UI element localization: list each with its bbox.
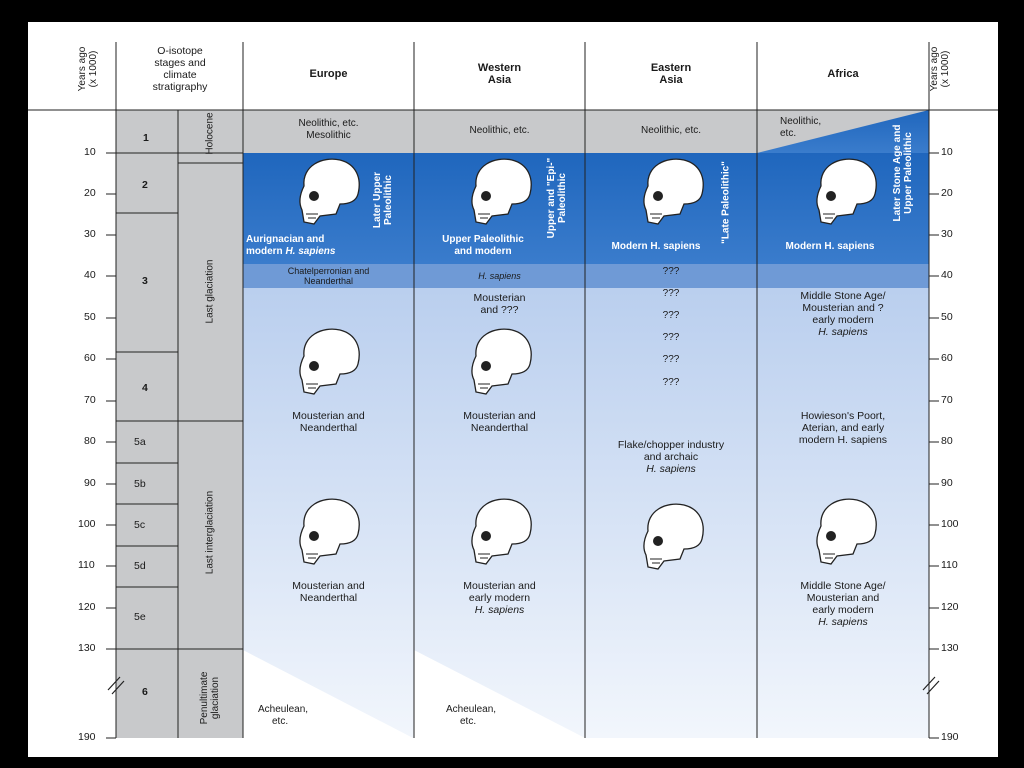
left-tick-label: 130 <box>78 642 96 654</box>
chart-page: Years ago(x 1000) Years ago(x 1000) O-is… <box>28 22 998 757</box>
stratigraphy-column <box>116 110 243 738</box>
europe-holocene-text: Neolithic, etc.Mesolithic <box>298 118 359 141</box>
skull-icon <box>643 158 704 225</box>
left-tick-label: 90 <box>84 477 96 489</box>
stage-5e: 5e <box>134 611 146 623</box>
last-interglaciation-label: Last interglaciation <box>204 490 216 575</box>
skull-icon <box>816 498 877 565</box>
right-tick-label: 20 <box>941 187 953 199</box>
holocene-label: Holocene <box>204 112 216 155</box>
stage-2: 2 <box>142 179 148 191</box>
easia-q6: ??? <box>662 377 680 388</box>
stage-3: 3 <box>142 275 148 287</box>
right-tick-label: 50 <box>941 311 953 323</box>
europe-header: Europe <box>309 68 348 80</box>
right-tick-label: 30 <box>941 228 953 240</box>
easia-late-label: "Late Paleolithic" <box>720 161 732 244</box>
right-tick-label: 90 <box>941 477 953 489</box>
right-tick-label: 80 <box>941 435 953 447</box>
stage-6: 6 <box>142 686 148 698</box>
stage-5c: 5c <box>134 519 146 531</box>
right-tick-label: 190 <box>941 731 959 743</box>
africa-blue-text: Modern H. sapiens <box>785 241 875 252</box>
left-tick-label: 110 <box>78 559 95 571</box>
skull-icon <box>299 158 360 225</box>
transition-band <box>243 264 929 288</box>
right-tick-label: 40 <box>941 269 953 281</box>
skull-icon <box>643 503 704 570</box>
easia-blue-text: Modern H. sapiens <box>611 241 701 252</box>
skull-icon <box>816 158 877 225</box>
left-tick-label: 70 <box>84 394 96 406</box>
right-tick-label: 100 <box>941 518 959 530</box>
skull-icon <box>471 328 532 395</box>
africa-msa-text: Middle Stone Age/Mousterian and ?early m… <box>800 290 886 338</box>
left-tick-label: 190 <box>78 731 96 743</box>
left-tick-label: 60 <box>84 352 96 364</box>
europe-wedge <box>243 650 413 738</box>
skull-icon <box>471 498 532 565</box>
africa-header: Africa <box>827 68 859 80</box>
wasia-bottom-text: Acheulean,etc. <box>446 704 497 727</box>
left-tick-label: 80 <box>84 435 96 447</box>
easia-q3: ??? <box>662 310 680 321</box>
stage-5d: 5d <box>134 560 146 572</box>
easia-q2: ??? <box>662 288 680 299</box>
right-tick-label: 10 <box>941 146 953 158</box>
wasia-wedge <box>414 650 585 738</box>
left-tick-label: 20 <box>84 187 96 199</box>
stage-1: 1 <box>143 132 149 144</box>
right-tick-label: 130 <box>941 642 959 654</box>
left-tick-label: 40 <box>84 269 96 281</box>
skull-icon <box>299 328 360 395</box>
years-ago-left-label: Years ago(x 1000) <box>77 46 99 92</box>
europe-bottom-text: Acheulean,etc. <box>258 704 309 727</box>
easia-holocene-text: Neolithic, etc. <box>640 125 702 136</box>
wasia-holocene-text: Neolithic, etc. <box>469 125 530 136</box>
skull-icon <box>471 158 532 225</box>
wasia-hsapiens-text: H. sapiens <box>478 271 521 281</box>
last-glaciation-label: Last glaciation <box>204 259 216 324</box>
easia-q1: ??? <box>662 266 680 277</box>
left-tick-label: 50 <box>84 311 96 323</box>
skull-icon <box>299 498 360 565</box>
easia-q5: ??? <box>662 354 680 365</box>
right-tick-label: 110 <box>941 559 958 571</box>
wasia-late-label: Upper and "Epi-"Paleolithic <box>546 157 568 239</box>
right-tick-label: 60 <box>941 352 953 364</box>
left-tick-label: 10 <box>84 146 96 158</box>
left-tick-label: 100 <box>78 518 96 530</box>
right-tick-label: 70 <box>941 394 953 406</box>
right-tick-label: 120 <box>941 601 959 613</box>
africa-diagonal <box>757 110 929 153</box>
stage-5b: 5b <box>134 478 146 490</box>
africa-holocene-text: Neolithic,etc. <box>780 116 822 139</box>
left-tick-label: 30 <box>84 228 96 240</box>
years-ago-right-label: Years ago(x 1000) <box>929 46 951 92</box>
left-tick-label: 120 <box>78 601 96 613</box>
upper-paleolithic-band <box>243 153 929 264</box>
timeline-diagram <box>28 42 998 739</box>
easia-q4: ??? <box>662 332 680 343</box>
stage-4: 4 <box>142 382 148 394</box>
stage-5a: 5a <box>134 436 146 448</box>
